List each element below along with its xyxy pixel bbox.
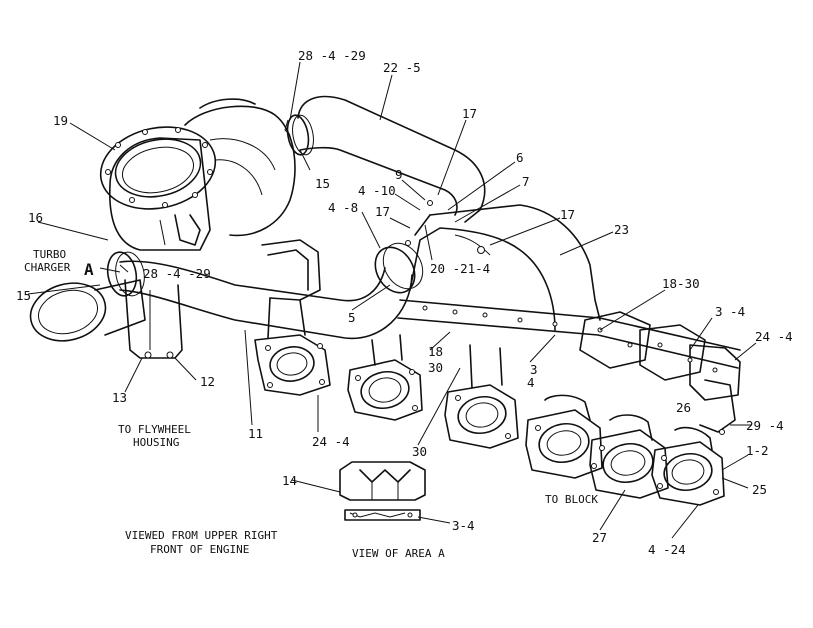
callout-4-8: 4 -8 (328, 200, 358, 215)
lower-crossover-tube (106, 242, 424, 340)
callout-3: 3 (530, 362, 538, 377)
callout-19: 19 (53, 113, 68, 128)
turbocharger (29, 98, 296, 359)
callout-25: 25 (752, 482, 767, 497)
port-flanges (347, 334, 725, 506)
callout-16: 16 (28, 210, 43, 225)
callout-28-4-29-left: 28 -4 -29 (143, 266, 211, 281)
flywheel-label-line1: TO FLYWHEEL (118, 423, 191, 436)
callout-15-left: 15 (16, 288, 31, 303)
callout-17-middle: 17 (375, 204, 390, 219)
annotations: TURBO CHARGER TO FLYWHEEL HOUSING TO BLO… (24, 248, 598, 560)
callout-1-2: 1-2 (746, 443, 769, 458)
callout-17-right: 17 (560, 207, 575, 222)
callout-7: 7 (522, 174, 530, 189)
callout-23: 23 (614, 222, 629, 237)
callout-5: 5 (348, 310, 356, 325)
view-note-line2: FRONT OF ENGINE (150, 543, 249, 556)
callout-4-24: 4 -24 (648, 542, 686, 557)
area-a-caption: VIEW OF AREA A (352, 547, 445, 560)
flywheel-label-line2: HOUSING (133, 436, 179, 449)
leader-lines (27, 61, 757, 539)
callout-22-5: 22 -5 (383, 60, 421, 75)
callout-20-21-4: 20 -21-4 (430, 261, 490, 276)
callout-18: 18 (428, 344, 443, 359)
callout-4-10: 4 -10 (358, 183, 396, 198)
callout-14: 14 (282, 473, 297, 488)
view-note-line1: VIEWED FROM UPPER RIGHT (125, 529, 278, 542)
callout-18-30: 18-30 (662, 276, 700, 291)
callout-3-4-right: 3 -4 (715, 304, 745, 319)
exhaust-manifold-body (397, 200, 741, 433)
callout-3-4-bottom: 3-4 (452, 518, 475, 533)
callout-24-4-right: 24 -4 (755, 329, 793, 344)
callout-4: 4 (527, 375, 535, 390)
callout-28-4-29-top: 28 -4 -29 (298, 48, 366, 63)
callout-13: 13 (112, 390, 127, 405)
callout-area-a-marker: A (84, 260, 94, 279)
callout-9: 9 (395, 167, 403, 182)
callout-15-top: 15 (315, 176, 330, 191)
callout-27: 27 (592, 530, 607, 545)
callout-17-upper: 17 (462, 106, 477, 121)
callout-29-4: 29 -4 (746, 418, 784, 433)
callout-24-4-bottom: 24 -4 (312, 434, 350, 449)
callout-6: 6 (516, 150, 524, 165)
area-a-detail (339, 461, 426, 521)
to-block-label: TO BLOCK (545, 493, 598, 506)
rear-riser (254, 239, 331, 396)
callout-30-lower: 30 (412, 444, 427, 459)
turbo-label-line2: CHARGER (24, 261, 71, 274)
callout-labels: 28 -4 -29 22 -5 19 17 6 9 7 4 -10 15 4 -… (16, 48, 793, 557)
turbo-label-line1: TURBO (33, 248, 66, 261)
callout-11: 11 (248, 426, 263, 441)
callout-12: 12 (200, 374, 215, 389)
callout-30-upper: 30 (428, 360, 443, 375)
callout-26: 26 (676, 400, 691, 415)
